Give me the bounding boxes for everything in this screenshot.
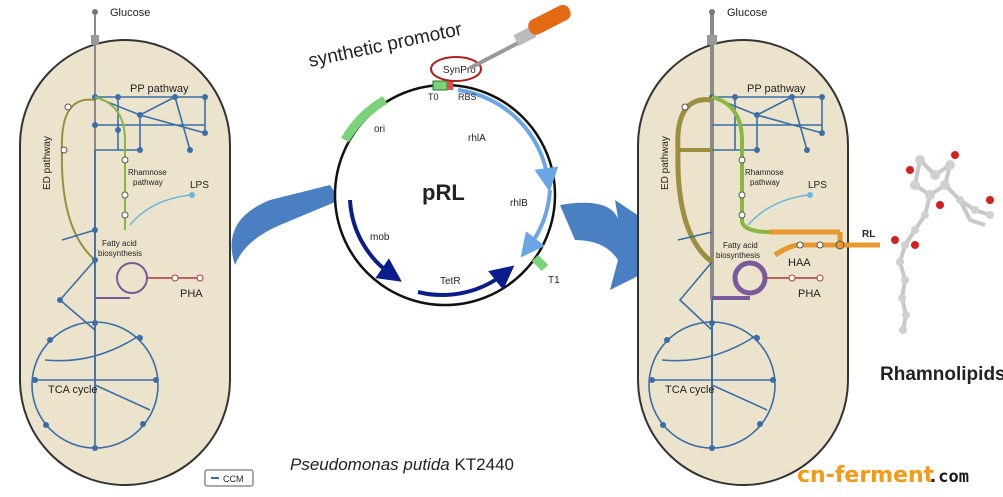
organism-caption: Pseudomonas putida KT2440 <box>290 455 514 474</box>
synpro-highlight <box>430 56 482 82</box>
right-rl-label: RL <box>862 229 875 240</box>
left-rhamnose-nodes <box>121 156 129 219</box>
rhla-arrow <box>457 88 559 192</box>
right-cell: Glucose PP pathway ED pathway Rhamnose p… <box>637 7 880 486</box>
ori-label: ori <box>374 124 385 135</box>
left-pp-nodes <box>92 94 208 153</box>
right-ed-path <box>675 97 714 264</box>
product-label: Rhamnolipids <box>880 364 1003 385</box>
t0-label: T0 <box>428 92 439 102</box>
left-ed-node-2 <box>60 146 68 154</box>
left-fatty-label-2: biosynthesis <box>98 249 142 258</box>
left-rhamnose-label-1: Rhamnose <box>128 168 167 177</box>
right-rhamnose-path <box>711 95 771 234</box>
watermark-part1: cn-ferment <box>797 463 935 488</box>
right-ed-pathway-label: ED pathway <box>660 136 671 190</box>
watermark-part2: .com <box>928 467 969 487</box>
left-glucose-label: Glucose <box>110 7 150 19</box>
left-cell-body <box>19 39 231 486</box>
synpro-label: SynPro <box>443 65 476 76</box>
left-pp-pathway-label: PP pathway <box>130 83 189 95</box>
left-fatty-label-1: Fatty acid <box>102 239 137 248</box>
right-haa-label: HAA <box>788 257 811 269</box>
glucose-transporter <box>91 35 99 45</box>
left-big-arrow <box>231 185 340 265</box>
watermark: cn-ferment .com <box>797 463 969 488</box>
left-tca-label: TCA cycle <box>48 384 98 396</box>
left-ed-path <box>60 98 96 261</box>
synpro-segment <box>447 81 453 90</box>
right-lps-label: LPS <box>808 180 827 191</box>
t0-segment <box>432 80 448 91</box>
right-rhamnose-label-2: pathway <box>750 178 780 187</box>
synthetic-promotor-label: synthetic promotor <box>307 19 465 72</box>
rhlb-arrow <box>520 189 552 258</box>
right-rhamnose-label-1: Rhamnose <box>745 168 784 177</box>
organism-species: Pseudomonas putida <box>290 455 450 474</box>
left-pha-label: PHA <box>180 288 203 300</box>
left-lps-node <box>189 192 195 198</box>
left-rhamnose-label-2: pathway <box>133 178 163 187</box>
t1-segment <box>531 254 549 272</box>
mob-arrow <box>348 199 402 282</box>
left-lps-label: LPS <box>190 180 209 191</box>
t1-label: T1 <box>548 275 560 286</box>
left-ed-node-1 <box>64 103 72 111</box>
left-tca-nodes <box>32 227 159 451</box>
plasmid: synthetic promotor SynPro T0 RBS ori rhl… <box>307 19 560 307</box>
pipette-icon <box>469 4 571 70</box>
right-pha-label: PHA <box>798 288 821 300</box>
right-tca-label: TCA cycle <box>665 384 715 396</box>
left-ed-pathway-label: ED pathway <box>42 136 53 190</box>
left-cell: Glucose PP pathway ED pathway Rhamnose p… <box>19 7 254 487</box>
right-fatty-label-1: Fatty acid <box>723 241 758 250</box>
ori-segment <box>341 96 388 143</box>
tetr-arrow <box>417 265 515 298</box>
ccm-legend-label: CCM <box>223 474 244 484</box>
glucose-node <box>92 9 98 15</box>
left-pha-node-1 <box>171 274 179 282</box>
left-pha-node-2 <box>196 274 204 282</box>
rhamnolipid-molecule-image <box>891 151 994 334</box>
rhlb-label: rhlB <box>510 198 528 209</box>
left-rhamnose-path <box>94 96 126 230</box>
right-fatty-label-2: biosynthesis <box>716 251 760 260</box>
right-big-arrow <box>560 200 690 290</box>
rhla-label: rhlA <box>468 133 486 144</box>
left-lps-path <box>129 194 191 226</box>
right-glucose-label: Glucose <box>727 7 767 19</box>
tetr-label: TetR <box>440 276 461 287</box>
rbs-label: RBS <box>458 92 477 102</box>
mob-label: mob <box>370 232 390 243</box>
ccm-legend-box <box>204 469 254 487</box>
organism-strain: KT2440 <box>450 455 514 474</box>
right-pp-pathway-label: PP pathway <box>747 83 806 95</box>
plasmid-name: pRL <box>422 180 465 205</box>
